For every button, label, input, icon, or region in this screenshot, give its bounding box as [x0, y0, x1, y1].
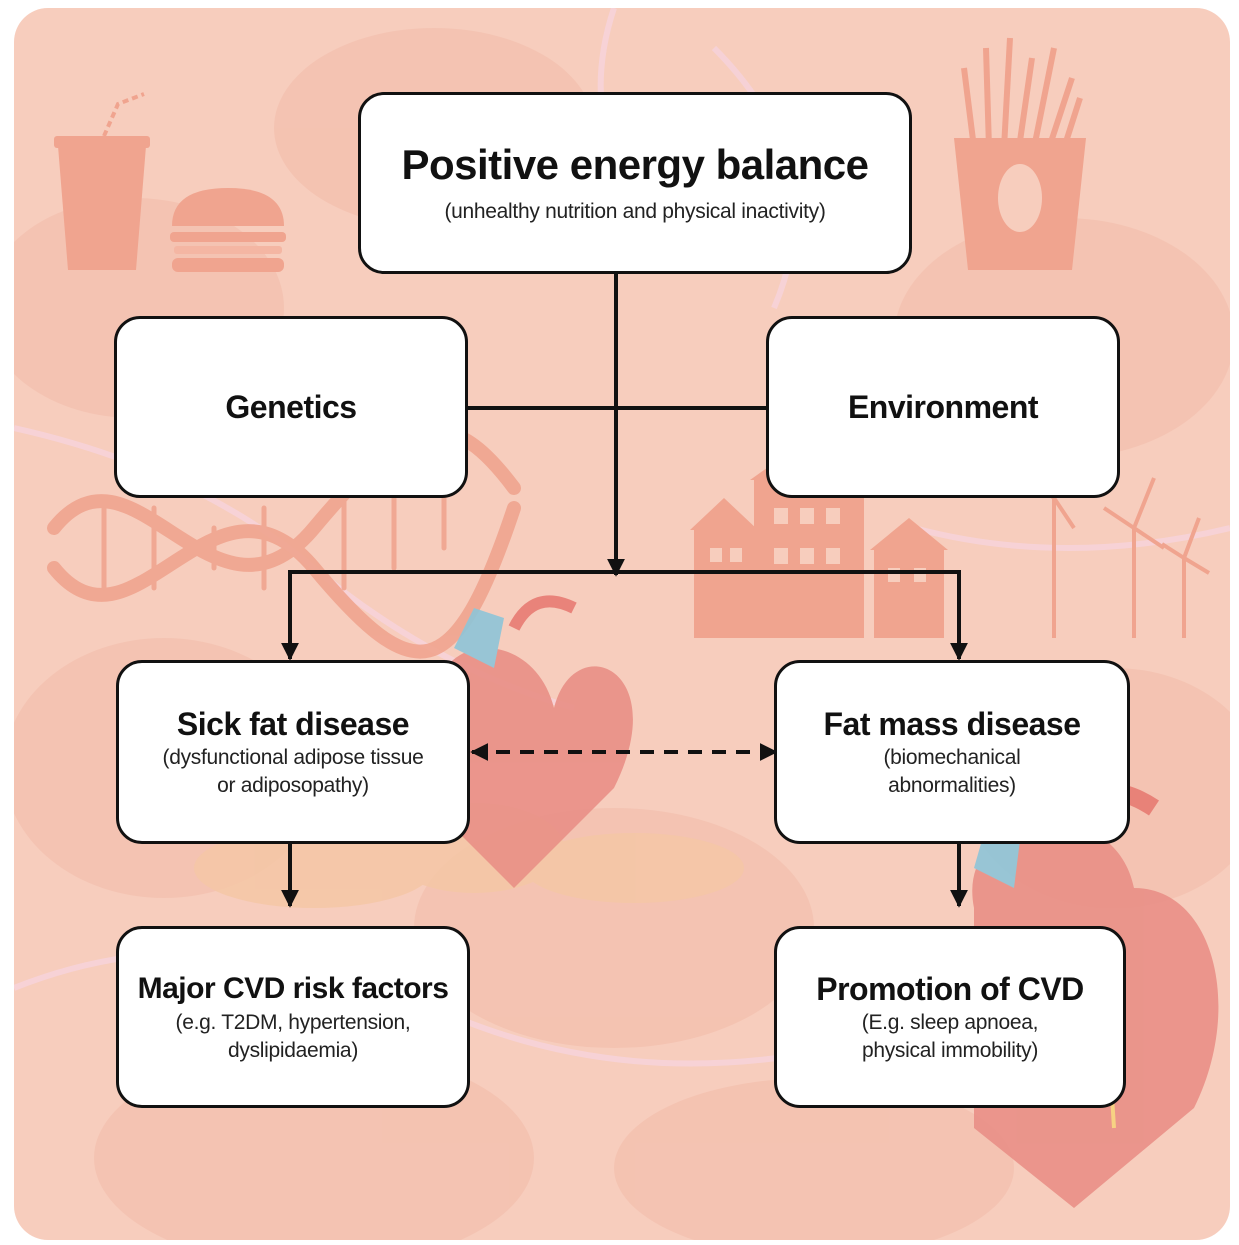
node-subtitle: or adiposopathy) [217, 774, 369, 797]
node-major-cvd-risk-factors: Major CVD risk factors (e.g. T2DM, hyper… [116, 926, 470, 1108]
soda-cup-icon [54, 92, 150, 270]
edge-split-left [281, 570, 616, 661]
node-environment: Environment [766, 316, 1120, 498]
heart-icon [434, 595, 633, 888]
node-title: Promotion of CVD [816, 971, 1084, 1007]
node-subtitle: (dysfunctional adipose tissue [162, 746, 424, 769]
node-positive-energy-balance: Positive energy balance (unhealthy nutri… [358, 92, 912, 274]
node-title: Fat mass disease [823, 706, 1081, 742]
node-subtitle: (unhealthy nutrition and physical inacti… [444, 200, 826, 223]
fries-icon [954, 37, 1086, 270]
diagram-panel: Positive energy balance (unhealthy nutri… [14, 8, 1230, 1240]
node-subtitle: abnormalities) [888, 774, 1016, 797]
node-subtitle: (E.g. sleep apnoea, [861, 1011, 1039, 1034]
node-subtitle: physical immobility) [861, 1039, 1039, 1062]
edge-split-right [616, 570, 968, 661]
node-genetics: Genetics [114, 316, 468, 498]
node-subtitle: (biomechanical [883, 746, 1021, 769]
node-promotion-of-cvd: Promotion of CVD (E.g. sleep apnoea, phy… [774, 926, 1126, 1108]
burger-icon [170, 188, 286, 272]
node-fat-mass-disease: Fat mass disease (biomechanical abnormal… [774, 660, 1130, 844]
node-title: Genetics [225, 388, 357, 425]
node-title: Major CVD risk factors [137, 972, 449, 1005]
node-title: Positive energy balance [401, 141, 869, 188]
node-subtitle: (e.g. T2DM, hypertension, [175, 1011, 411, 1034]
node-title: Environment [847, 388, 1039, 425]
node-title: Sick fat disease [176, 706, 410, 742]
connector-lines [281, 274, 968, 908]
node-sick-fat-disease: Sick fat disease (dysfunctional adipose … [116, 660, 470, 844]
node-subtitle: dyslipidaemia) [227, 1039, 359, 1062]
